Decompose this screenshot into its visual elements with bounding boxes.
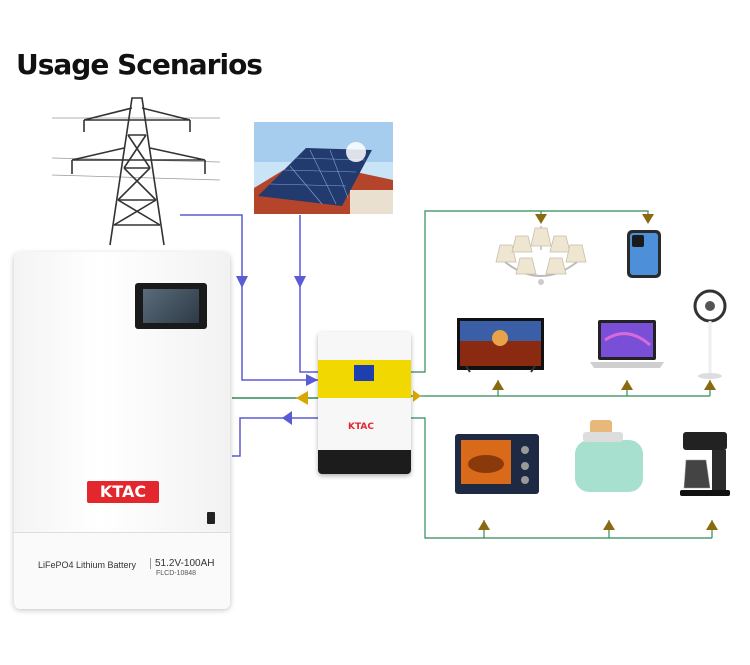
battery-unit: KTAC LiFePO4 Lithium Battery 51.2V-100AH… [14,252,230,609]
inverter-lcd-icon [354,365,374,381]
microwave-oven-icon [455,434,539,494]
input-lines [180,214,318,457]
inverter-brand-logo: KTAC [348,422,374,432]
battery-base [14,532,230,609]
power-switch-icon [207,512,215,524]
inverter-control-panel [318,360,411,398]
input-arrows [236,276,318,425]
smartphone-icon [627,230,661,278]
standing-fan-icon [693,289,727,379]
battery-model-label: LiFePO4 Lithium Battery [38,560,137,570]
output-arrows [413,214,718,530]
battery-display [135,283,207,329]
inverter-base [318,450,411,474]
battery-spec-label: 51.2V-100AH [150,558,215,569]
transmission-tower-icon [51,97,221,246]
battery-brand-logo: KTAC [87,481,159,503]
chandelier-icon [495,226,587,285]
inverter-icon: KTAC [318,332,411,474]
toaster-icon [575,420,643,492]
solar-roof-icon [254,122,393,214]
battery-link [232,391,318,405]
laptop-icon [590,320,664,368]
coffee-maker-icon [680,432,730,496]
battery-code-label: FLCD-10848 [156,570,197,577]
tv-icon [457,318,544,373]
page-title: Usage Scenarios [16,48,263,81]
